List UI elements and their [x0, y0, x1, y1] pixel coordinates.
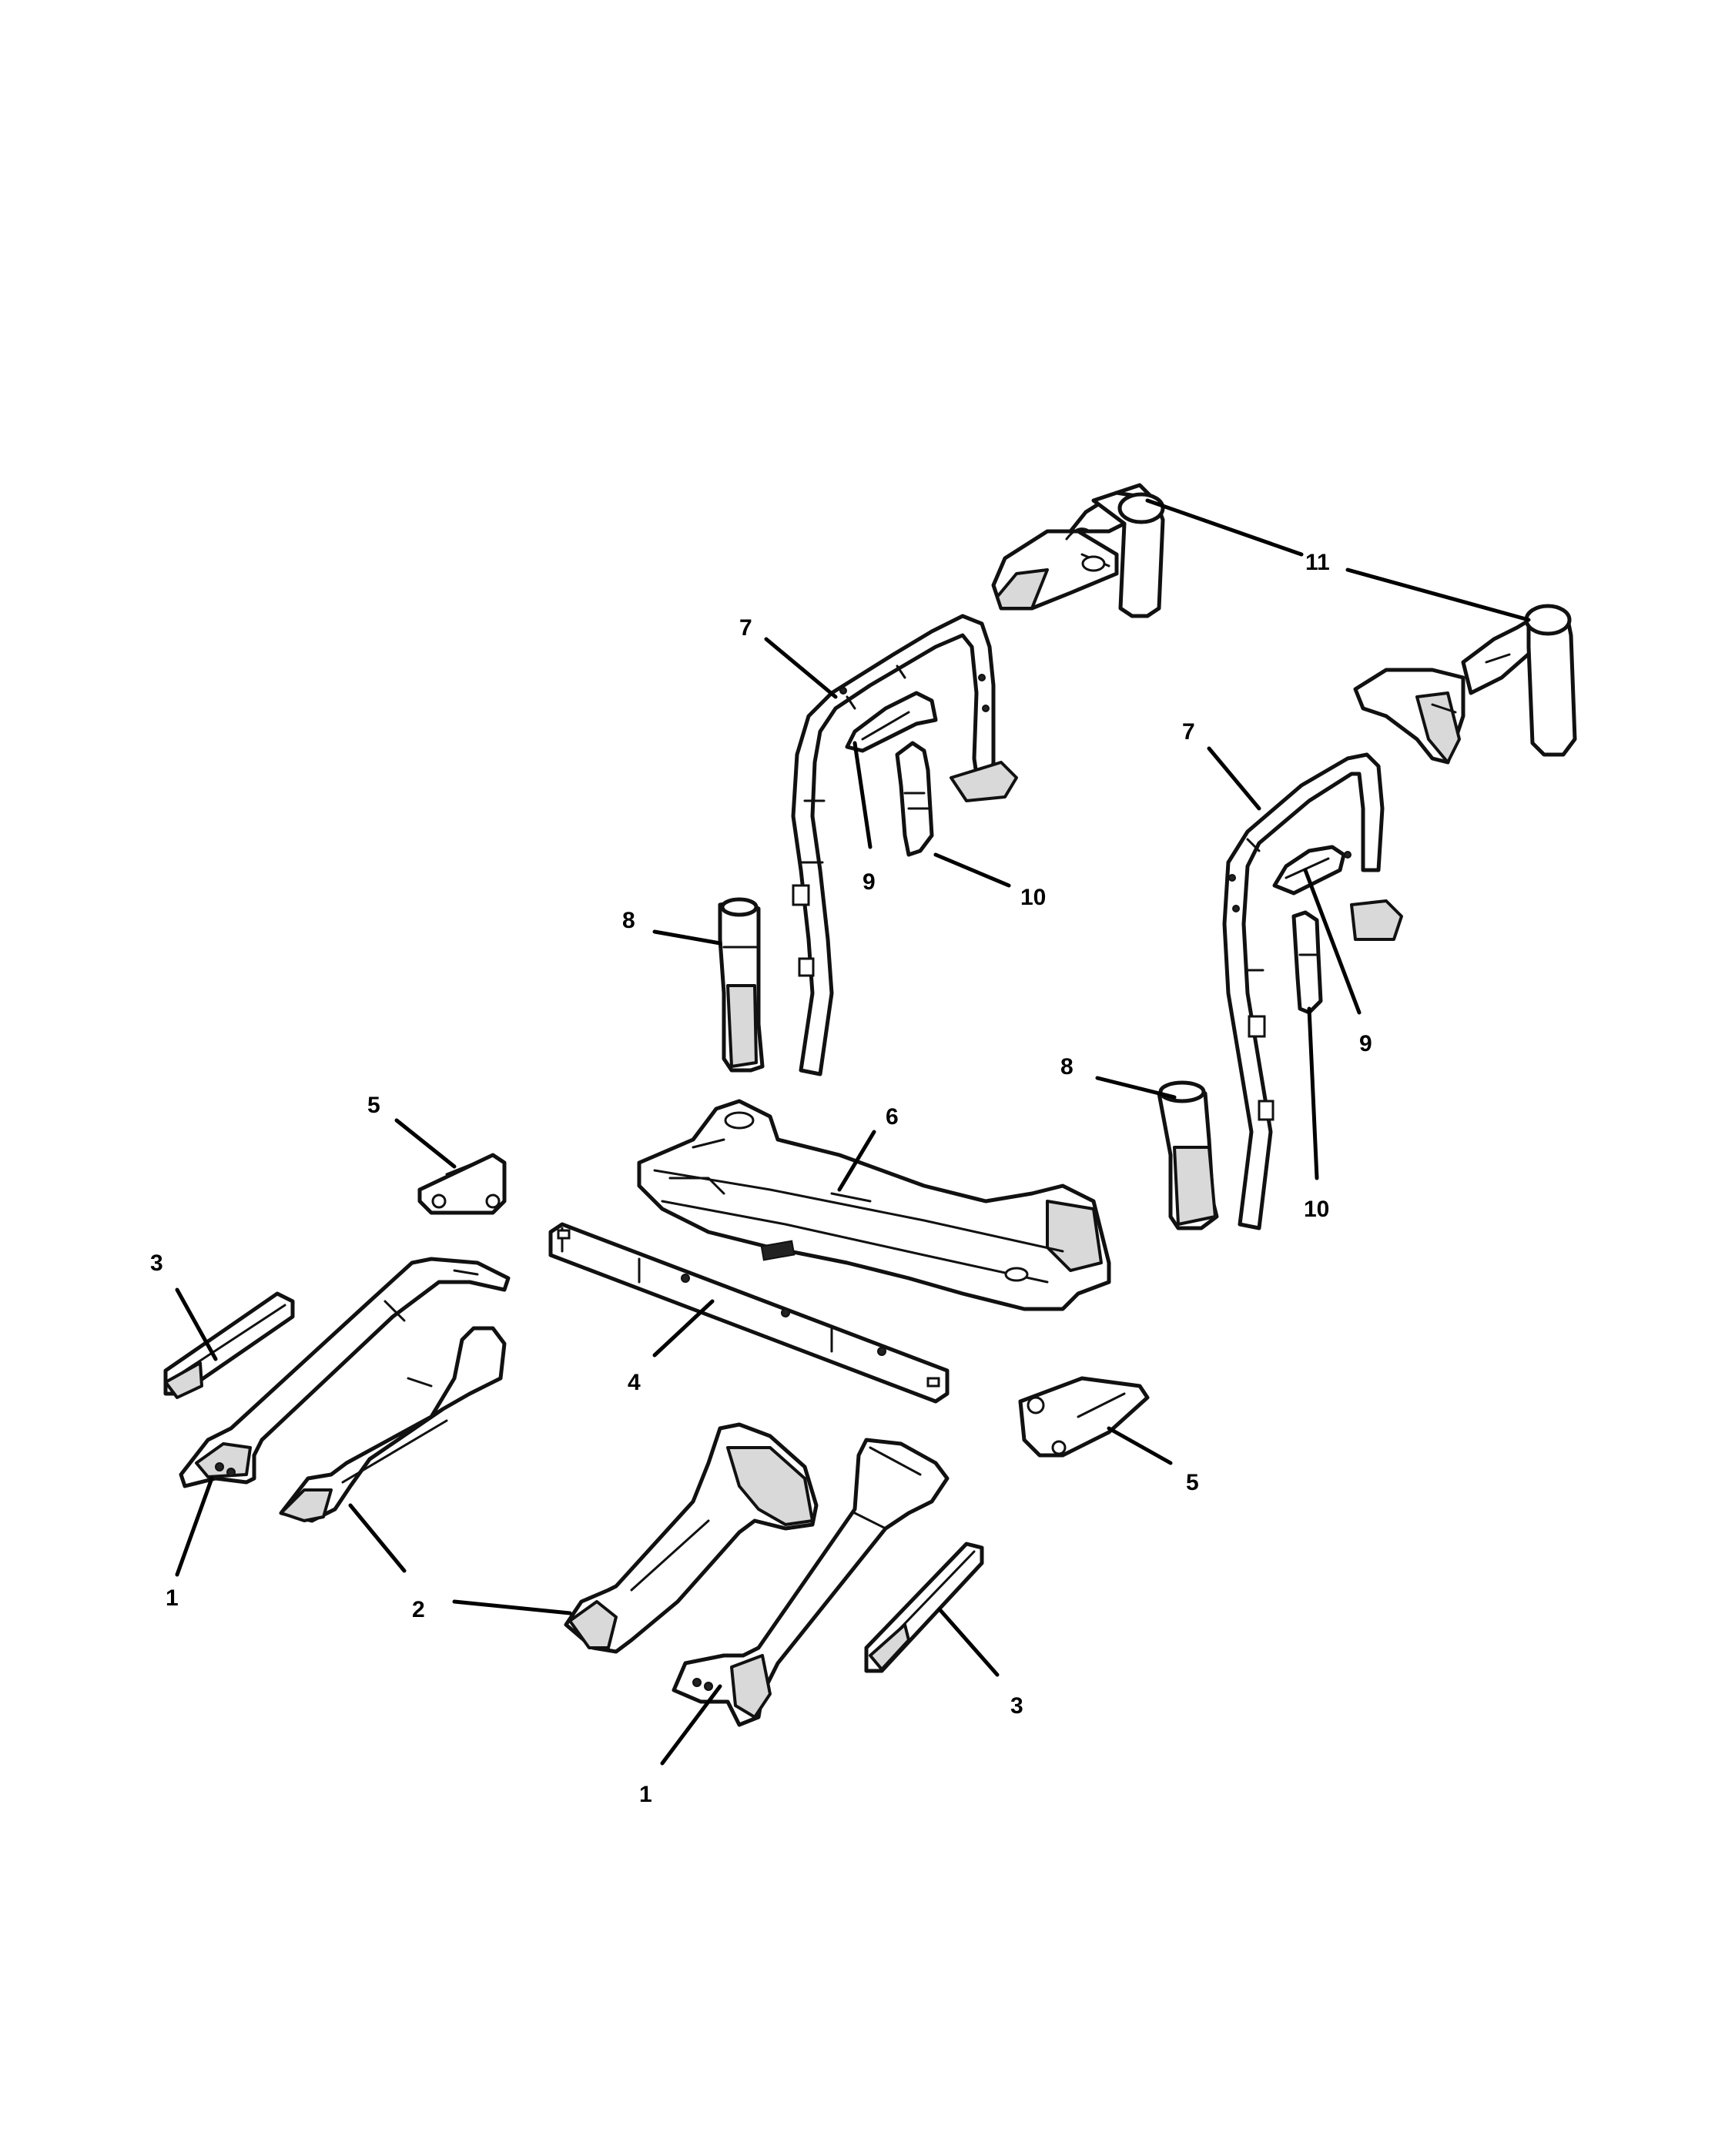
leader-3-right — [937, 1607, 1000, 1677]
callout-5-right-gusset: 5 — [1186, 1470, 1199, 1495]
callout-7-right-roll-hoop: 7 — [1182, 719, 1195, 745]
callout-1-right-bracket-arm: 1 — [639, 1782, 652, 1807]
leader-lines — [175, 498, 1531, 1766]
leader-5-right — [1107, 1426, 1173, 1465]
leader-3-left — [175, 1287, 218, 1361]
callout-4-cross-member: 4 — [628, 1370, 641, 1395]
part-7-right-roll-hoop — [1222, 752, 1403, 1230]
leader-1-left — [175, 1476, 214, 1577]
leader-2-right — [452, 1599, 572, 1615]
callout-1-left-bracket-arm: 1 — [166, 1585, 179, 1611]
part-11-rear-roll-bar — [991, 483, 1577, 765]
leader-11-upper — [1145, 498, 1304, 557]
callout-7-left-roll-hoop: 7 — [739, 615, 752, 641]
leader-8-left — [652, 929, 722, 946]
callout-10-left-lower-sleeve: 10 — [1020, 885, 1046, 910]
part-5-right-gusset — [1018, 1376, 1150, 1458]
callout-labels: 1 1 2 3 3 4 5 5 6 7 7 8 8 9 9 10 10 11 — [150, 550, 1372, 1807]
part-10-left-lower-sleeve — [895, 741, 934, 857]
leader-9-right — [1303, 868, 1362, 1015]
part-3-left-sill-rail — [163, 1291, 295, 1399]
callout-9-right-upper-sleeve: 9 — [1359, 1031, 1372, 1056]
callout-5-left-gusset: 5 — [367, 1093, 380, 1118]
part-7-left-roll-hoop — [791, 614, 1018, 1076]
part-8-right-pillar-cover — [1157, 1080, 1219, 1230]
part-8-left-pillar-cover — [718, 897, 765, 1073]
callout-3-right-sill-rail: 3 — [1010, 1693, 1023, 1719]
leader-1-right — [660, 1684, 722, 1766]
part-2-floor-tunnel-left — [279, 1326, 507, 1523]
leader-5-left — [394, 1118, 457, 1169]
leader-7-left — [764, 637, 838, 699]
callout-11-rear-roll-bar: 11 — [1305, 550, 1330, 575]
part-10-right-lower-sleeve — [1291, 910, 1323, 1015]
part-5-left-gusset — [417, 1153, 507, 1215]
part-3-right-sill-rail — [864, 1542, 984, 1673]
callout-10-right-lower-sleeve: 10 — [1304, 1197, 1329, 1222]
leader-9-left — [852, 741, 873, 849]
leader-6 — [837, 1130, 876, 1192]
callout-3-left-sill-rail: 3 — [150, 1250, 163, 1276]
leader-10-left — [933, 852, 1011, 888]
leader-2-left — [348, 1503, 407, 1573]
callout-8-right-pillar-cover: 8 — [1060, 1054, 1074, 1080]
part-9-right-upper-sleeve — [1272, 845, 1346, 896]
part-9-left-upper-sleeve — [845, 691, 938, 753]
callout-8-left-pillar-cover: 8 — [622, 908, 635, 933]
leader-8-right — [1095, 1076, 1177, 1100]
part-1-left-bracket-arm — [179, 1257, 511, 1488]
callout-2-floor-tunnel-ducts: 2 — [412, 1597, 425, 1622]
part-6-rear-floor-pan — [637, 1099, 1111, 1311]
leader-10-right — [1307, 1006, 1319, 1180]
leader-11-lower — [1345, 567, 1531, 622]
part-1-right-bracket-arm — [672, 1438, 950, 1727]
callout-6-rear-floor-pan: 6 — [886, 1104, 899, 1130]
leader-7-right — [1207, 746, 1261, 811]
callout-9-left-upper-sleeve: 9 — [862, 869, 876, 895]
leader-4 — [652, 1299, 715, 1358]
part-2-floor-tunnel-right — [564, 1422, 819, 1654]
part-4-cross-member — [548, 1222, 950, 1404]
